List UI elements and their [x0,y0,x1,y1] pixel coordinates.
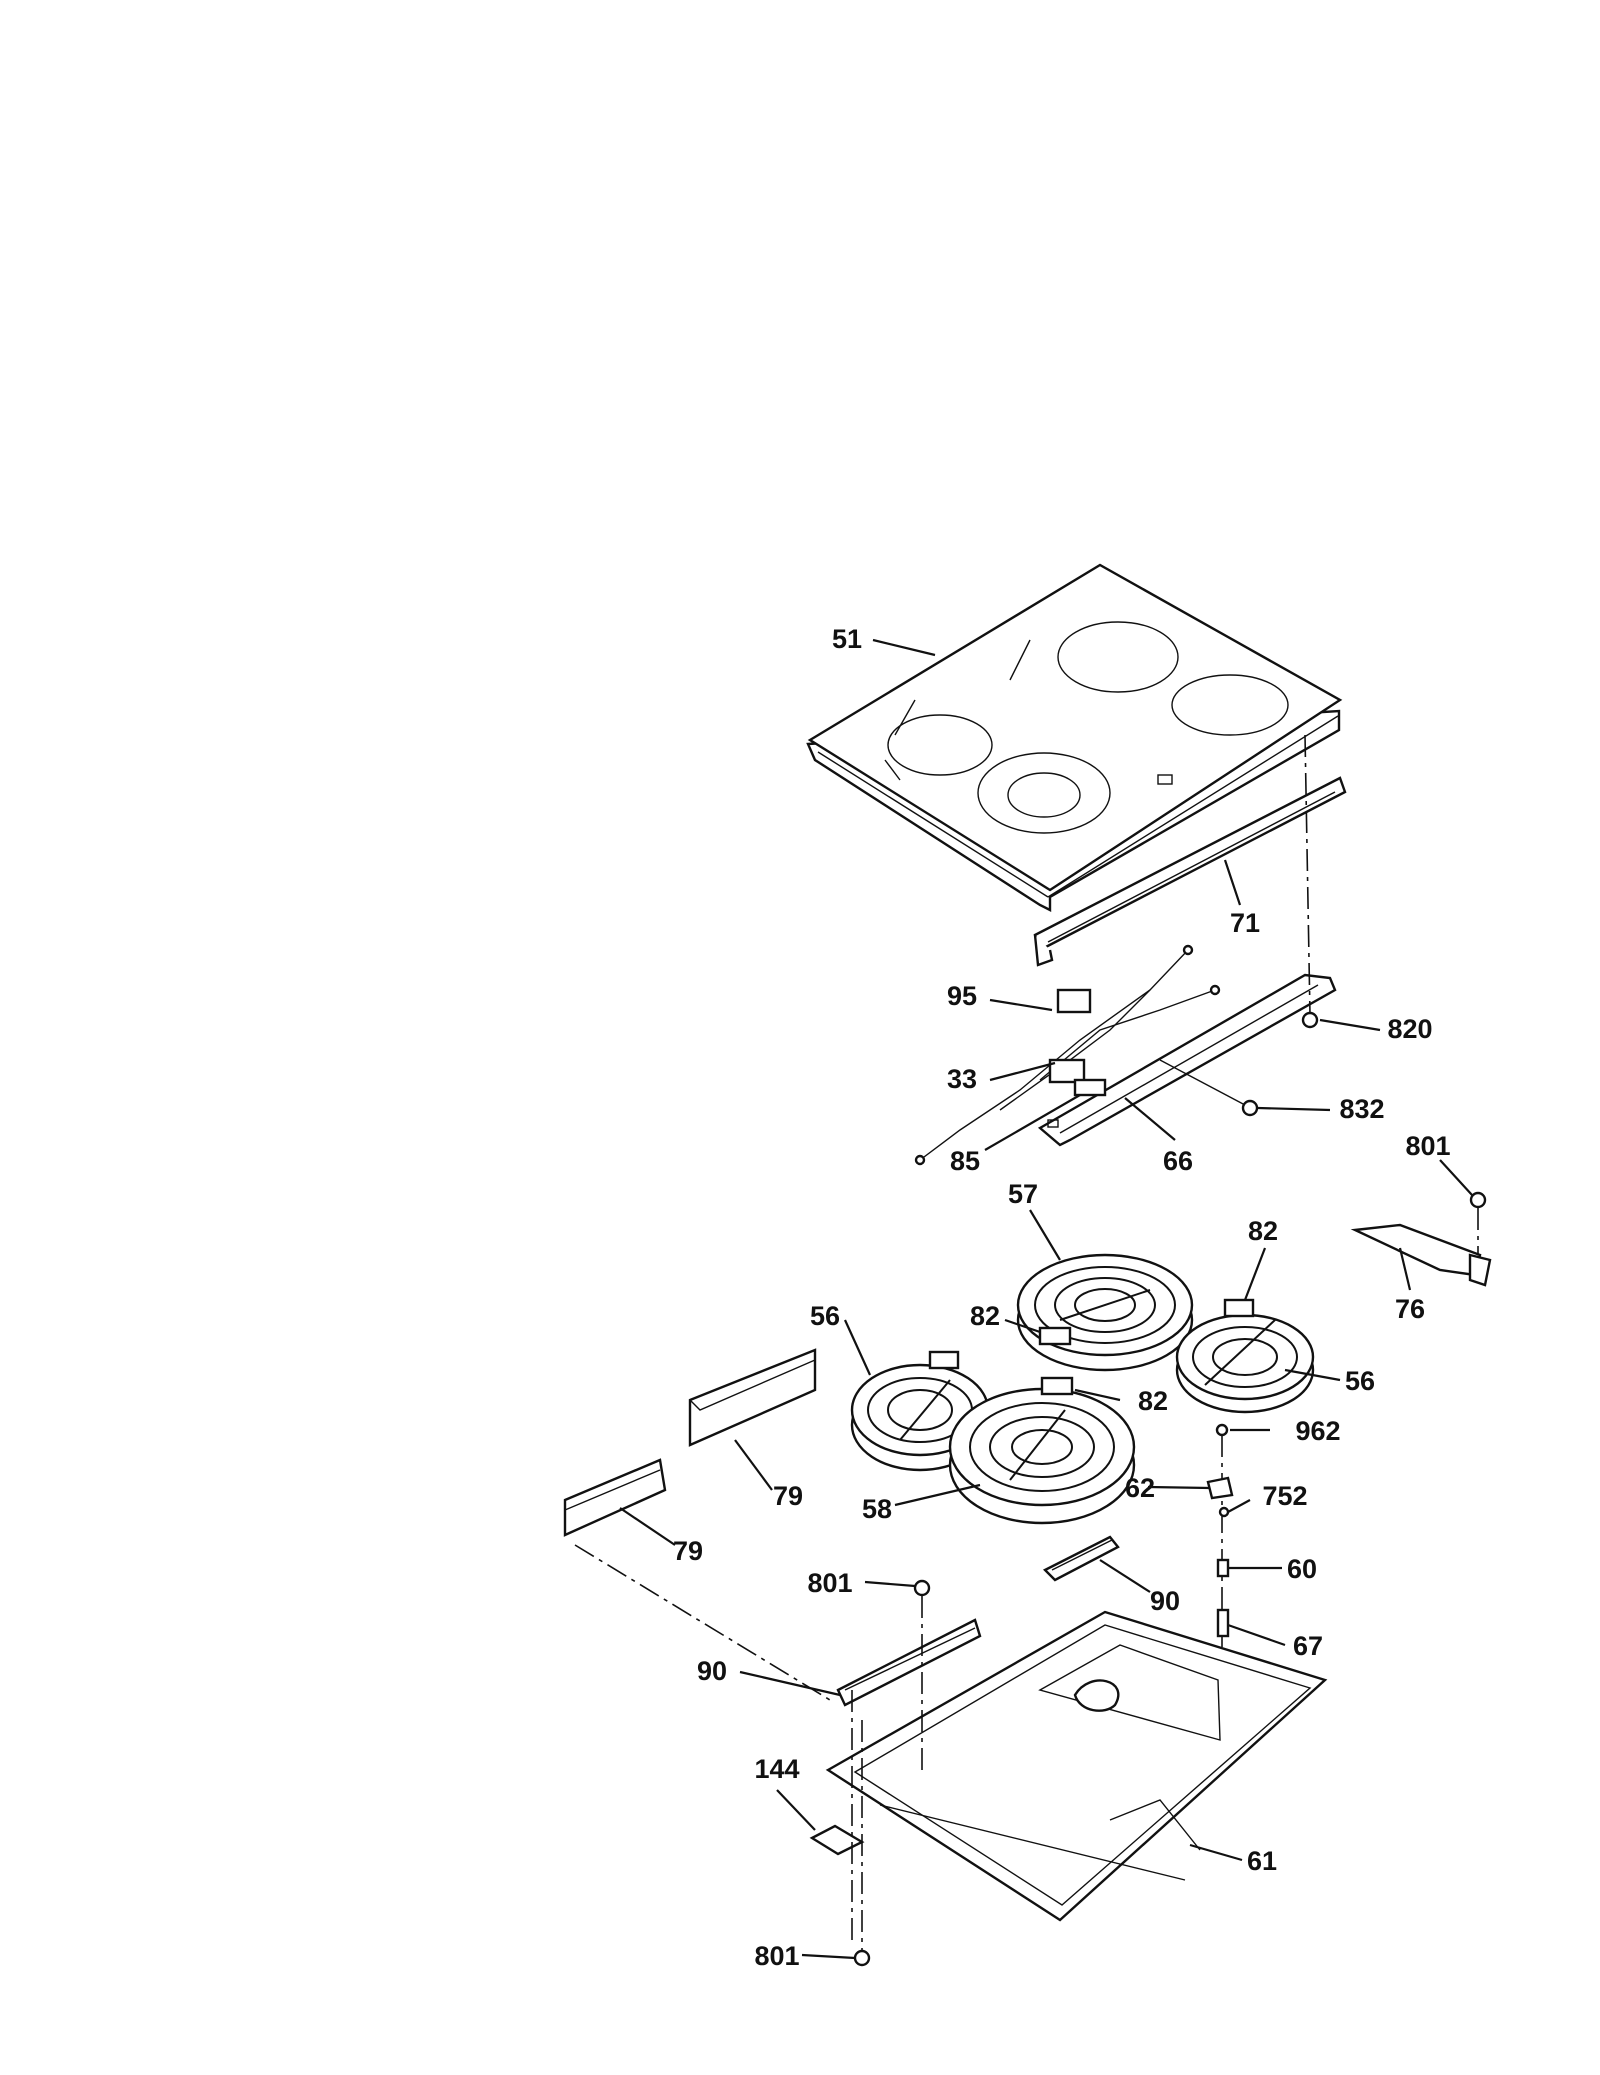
part-labels: 51 71 95 820 33 832 85 66 801 57 82 56 8… [673,624,1451,1971]
trim-strip-part-71 [1033,776,1347,967]
label-61: 61 [1247,1846,1277,1876]
screw-part-832 [1159,1059,1259,1117]
label-90-right: 90 [1150,1586,1180,1616]
label-801-bottom: 801 [754,1941,799,1971]
label-56-right: 56 [1345,1366,1375,1396]
label-62: 62 [1125,1473,1155,1503]
label-58: 58 [862,1494,892,1524]
label-801-top: 801 [1405,1131,1450,1161]
label-76: 76 [1395,1294,1425,1324]
label-66: 66 [1163,1146,1193,1176]
burner-element-part-58 [948,1376,1136,1525]
fastener-stack [1206,1423,1234,1770]
label-801-middle: 801 [807,1568,852,1598]
label-56-left: 56 [810,1301,840,1331]
label-57: 57 [1008,1179,1038,1209]
alignment-line-left [574,1544,831,1701]
label-82-middle: 82 [970,1301,1000,1331]
label-51: 51 [832,624,862,654]
label-79-upper: 79 [773,1481,803,1511]
screw-part-801-bottom [851,1690,871,1967]
label-67: 67 [1293,1631,1323,1661]
bracket-rail-part-66 [1037,973,1337,1147]
base-pan-part-61 [825,1610,1328,1922]
label-60: 60 [1287,1554,1317,1584]
label-71: 71 [1230,908,1260,938]
label-820: 820 [1387,1014,1432,1044]
bracket-part-90-left [836,1618,982,1707]
label-95: 95 [947,981,977,1011]
label-90-left: 90 [697,1656,727,1686]
screw-part-801-middle [913,1579,931,1770]
label-752: 752 [1262,1481,1307,1511]
label-33: 33 [947,1064,977,1094]
label-82-top-right: 82 [1248,1216,1278,1246]
bracket-part-144 [809,1824,865,1856]
label-79-lower: 79 [673,1536,703,1566]
leader-lines [619,638,1473,1960]
label-85: 85 [950,1146,980,1176]
label-832: 832 [1339,1094,1384,1124]
screw-part-820 [1301,734,1319,1029]
burner-element-part-57 [1016,1253,1194,1372]
strip-part-79-lower [563,1458,667,1537]
bracket-part-76 [1350,1191,1492,1287]
burner-element-part-56-right [1175,1298,1315,1414]
label-962: 962 [1295,1416,1340,1446]
bracket-part-90-right [1042,1535,1120,1582]
strip-part-79-upper [688,1348,817,1447]
label-144: 144 [754,1754,799,1784]
label-82-lower: 82 [1138,1386,1168,1416]
glass-cooktop-part-51 [806,563,1343,912]
